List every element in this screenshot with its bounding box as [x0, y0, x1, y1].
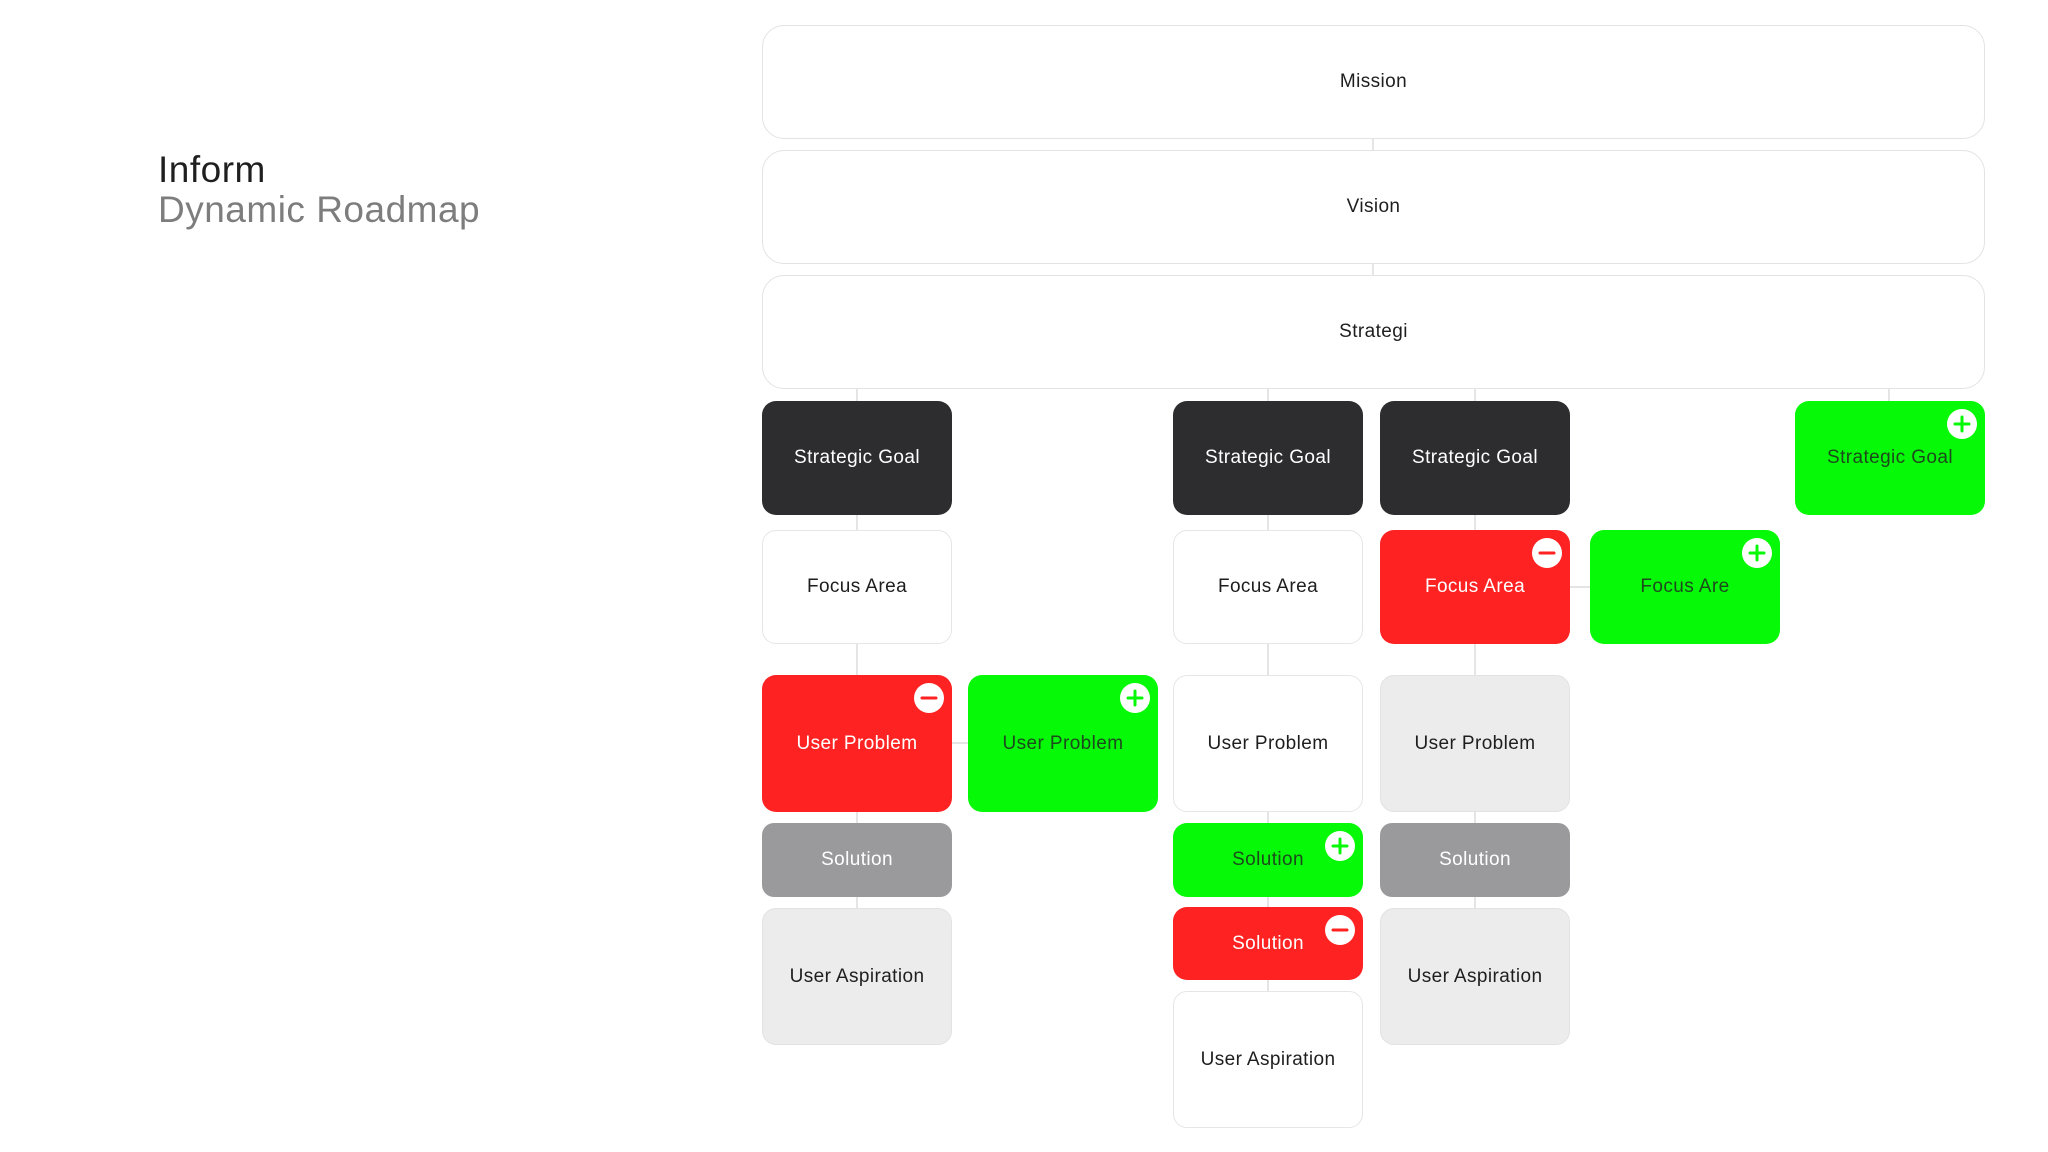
user-problem-removed-label: User Problem: [796, 732, 918, 754]
strategic-goal-2-label: Strategic Goal: [1205, 447, 1331, 468]
plus-circle-icon[interactable]: [1120, 683, 1150, 713]
minus-circle-icon[interactable]: [1325, 915, 1355, 945]
focus-area-2[interactable]: Focus Area: [1173, 530, 1363, 644]
solution-removed-label: Solution: [1232, 932, 1304, 954]
page-subtitle: Dynamic Roadmap: [158, 189, 481, 230]
user-problem-4-label: User Problem: [1414, 732, 1536, 754]
user-problem-4[interactable]: User Problem: [1380, 675, 1570, 812]
strategic-goal-1[interactable]: Strategic Goal: [762, 401, 952, 515]
mission-label: Mission: [1339, 71, 1408, 92]
vision-box[interactable]: Vision: [762, 150, 1985, 264]
solution-removed[interactable]: Solution: [1173, 907, 1363, 980]
strategic-goal-added-label: Strategic Goal: [1827, 447, 1953, 468]
focus-area-1[interactable]: Focus Area: [762, 530, 952, 644]
minus-circle-icon[interactable]: [914, 683, 944, 713]
strategic-goal-3[interactable]: Strategic Goal: [1380, 401, 1570, 515]
strategic-goal-1-label: Strategic Goal: [794, 447, 920, 468]
mission-box[interactable]: Mission: [762, 25, 1985, 139]
user-problem-3-label: User Problem: [1207, 732, 1329, 754]
user-aspiration-2[interactable]: User Aspiration: [1173, 991, 1363, 1128]
page-title-block: Inform Dynamic Roadmap: [158, 150, 480, 230]
plus-circle-icon[interactable]: [1325, 831, 1355, 861]
strategic-goal-added[interactable]: Strategic Goal: [1795, 401, 1985, 515]
user-problem-added-label: User Problem: [1002, 732, 1124, 754]
solution-added[interactable]: Solution: [1173, 823, 1363, 897]
strategy-label: Strategi: [1339, 321, 1408, 342]
user-problem-3[interactable]: User Problem: [1173, 675, 1363, 812]
user-aspiration-2-label: User Aspiration: [1200, 1048, 1336, 1070]
strategic-goal-3-label: Strategic Goal: [1412, 447, 1538, 468]
focus-area-added[interactable]: Focus Are: [1590, 530, 1780, 644]
solution-added-label: Solution: [1232, 849, 1304, 870]
solution-1-label: Solution: [821, 849, 893, 870]
plus-circle-icon[interactable]: [1742, 538, 1772, 568]
page-title: Inform: [158, 149, 266, 190]
minus-circle-icon[interactable]: [1532, 538, 1562, 568]
solution-1[interactable]: Solution: [762, 823, 952, 897]
user-problem-added[interactable]: User Problem: [968, 675, 1158, 812]
user-aspiration-1-label: User Aspiration: [789, 965, 925, 987]
solution-4[interactable]: Solution: [1380, 823, 1570, 897]
plus-circle-icon[interactable]: [1947, 409, 1977, 439]
strategic-goal-2[interactable]: Strategic Goal: [1173, 401, 1363, 515]
user-aspiration-3[interactable]: User Aspiration: [1380, 908, 1570, 1045]
user-problem-removed[interactable]: User Problem: [762, 675, 952, 812]
focus-area-removed[interactable]: Focus Area: [1380, 530, 1570, 644]
user-aspiration-3-label: User Aspiration: [1407, 965, 1543, 987]
focus-area-1-label: Focus Area: [806, 576, 908, 597]
focus-area-removed-label: Focus Area: [1424, 576, 1526, 597]
solution-4-label: Solution: [1439, 849, 1511, 870]
focus-area-2-label: Focus Area: [1217, 576, 1319, 597]
vision-label: Vision: [1346, 196, 1401, 217]
focus-area-added-label: Focus Are: [1640, 576, 1730, 597]
strategy-box[interactable]: Strategi: [762, 275, 1985, 389]
user-aspiration-1[interactable]: User Aspiration: [762, 908, 952, 1045]
